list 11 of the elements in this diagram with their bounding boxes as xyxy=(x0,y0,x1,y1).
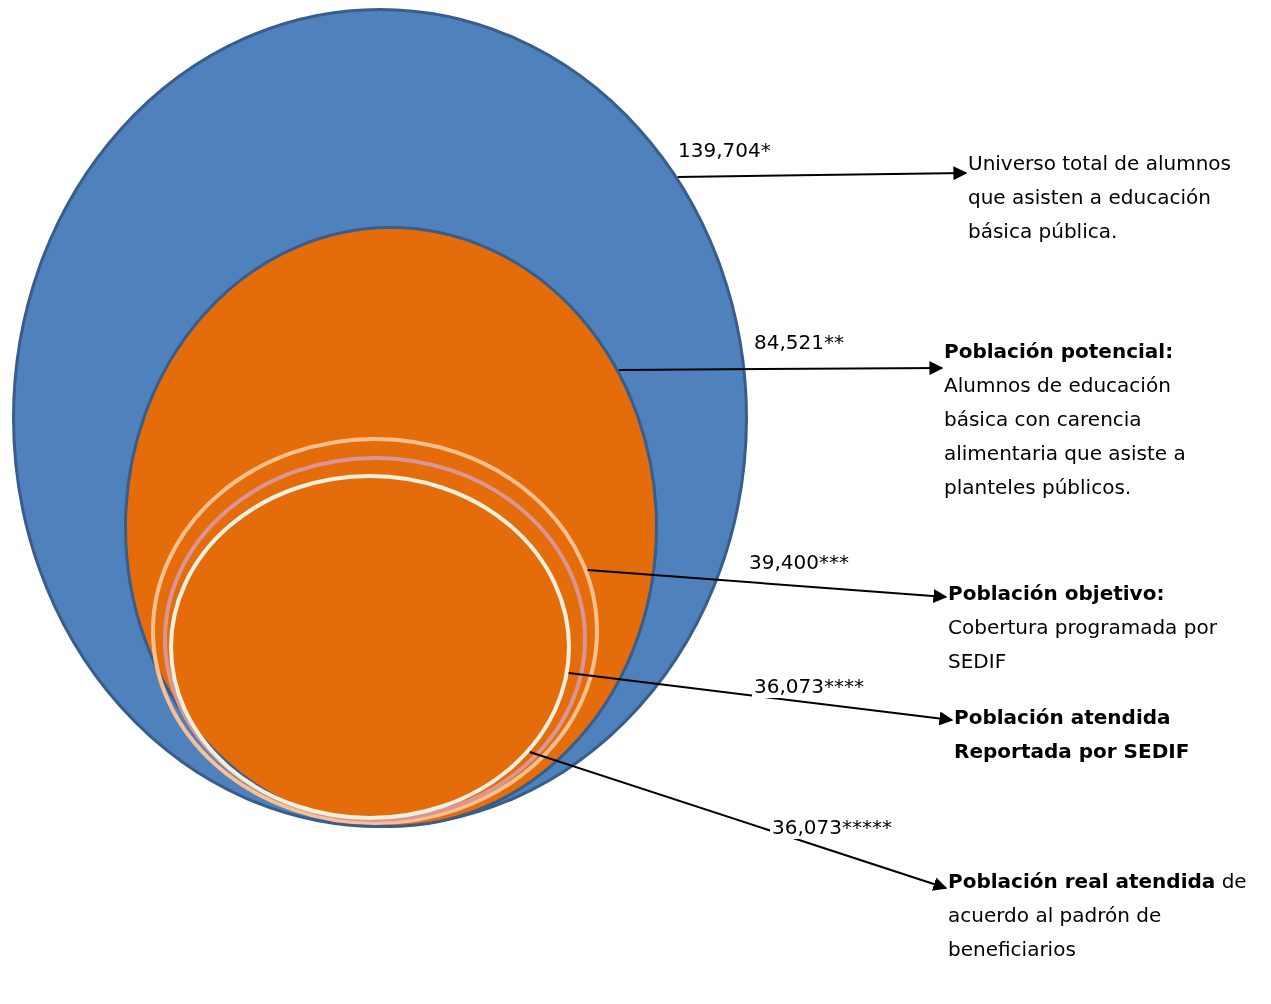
arrow xyxy=(567,672,954,726)
heading-text: Población objetivo: xyxy=(948,580,1166,607)
heading-text: Población potencial: xyxy=(944,338,1175,365)
arrow xyxy=(586,569,948,604)
description-text: Cobertura programada por SEDIF xyxy=(948,614,1218,675)
arrow xyxy=(617,361,944,376)
description-text: Población real atendida de acuerdo al padrón de beneficiarios xyxy=(948,868,1248,963)
arrow xyxy=(676,166,968,181)
description-text: Población atendida Reportada por SEDIF xyxy=(954,704,1191,765)
description-text: Alumnos de educación básica con carencia alimentaria que asiste a planteles públicos. xyxy=(944,372,1187,501)
description-text: Universo total de alumnos que asisten a educación básica pública. xyxy=(968,150,1232,245)
